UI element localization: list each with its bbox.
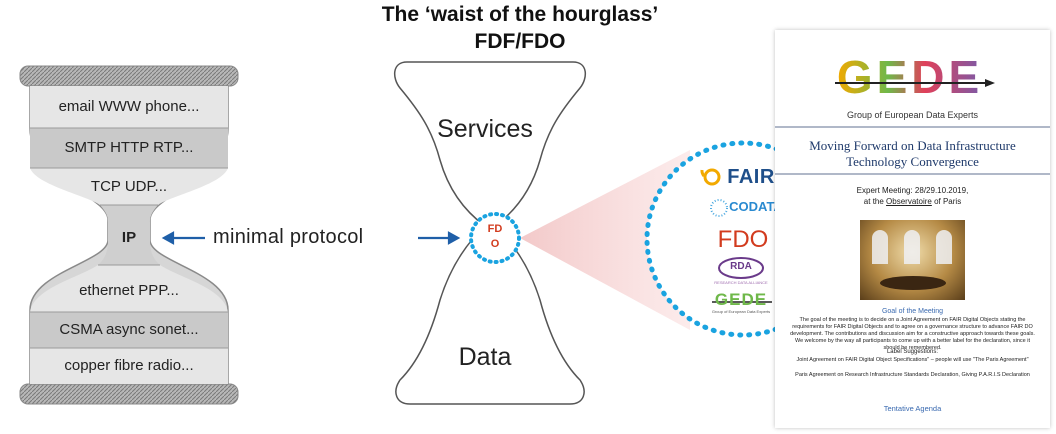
gede-small-subtitle: Group of European Data Experts: [711, 309, 771, 314]
rda-subtitle: RESEARCH DATA ALLIANCE: [714, 280, 768, 285]
rda-logo: RDA: [730, 261, 752, 272]
layer-band-transport: [30, 168, 228, 205]
observatoire-link[interactable]: Observatoire: [886, 197, 932, 206]
document-goal-heading: Goal of the Meeting: [881, 308, 944, 315]
diagram-title-line1: The ‘waist of the hourglass’: [381, 3, 659, 26]
hourglass-bottom-cap: [19, 383, 239, 405]
waist-label-line1: FD: [487, 223, 503, 235]
arrow-to-ip-head: [161, 231, 175, 245]
document-heading-line1: Moving Forward on Data Infrastructure: [809, 138, 1016, 153]
data-label: Data: [458, 343, 512, 371]
meeting-room-photo: [860, 220, 965, 300]
minimal-protocol-label: minimal protocol: [213, 226, 364, 248]
layer-band-mac: [30, 312, 228, 348]
layer-band-app: [30, 86, 228, 128]
document-meeting-line1: Expert Meeting: 28/29.10.2019,: [856, 186, 969, 195]
arrow-to-fdo-head: [447, 231, 461, 245]
codata-dots-icon: [710, 199, 728, 217]
document-logo-arrow-icon: [835, 79, 995, 87]
hourglass-top-cap: [19, 65, 239, 87]
services-label: Services: [437, 115, 533, 143]
document-heading-line2: Technology Convergence: [846, 154, 979, 169]
document-label-text2: Paris Agreement on Research Infrastructu…: [795, 372, 1030, 378]
layer-dividers: [30, 127, 228, 349]
layer-band-transport-app: [30, 128, 228, 168]
waist-label-line2: O: [490, 238, 500, 250]
diagram-title-line2: FDF/FDO: [474, 30, 566, 53]
document-divider: [775, 126, 1050, 128]
layer-label-app: email WWW phone...: [58, 98, 200, 115]
gede-small-logo: GEDE: [714, 290, 768, 309]
layer-band-link: [30, 265, 228, 312]
layer-label-mac: CSMA async sonet...: [59, 321, 199, 338]
document-meeting-line2: at the Observatoire of Paris: [863, 197, 962, 206]
document-agenda-heading: Tentative Agenda: [883, 404, 942, 413]
layer-label-ip: IP: [121, 229, 137, 246]
document-label-heading: Label Suggestions:: [886, 349, 939, 355]
document-divider-2: [775, 173, 1050, 175]
gofair-globe-icon: [703, 168, 721, 186]
layer-label-transport-app: SMTP HTTP RTP...: [64, 139, 194, 156]
document-gede-logo: GEDE: [836, 51, 984, 103]
document-gede-subtitle: Group of European Data Experts: [846, 110, 979, 120]
gofair-logo: FAIR: [727, 166, 775, 188]
rda-badge-icon: [718, 257, 764, 279]
layer-band-ip: [98, 205, 160, 265]
gede-document-preview: GEDE Group of European Data Experts Movi…: [775, 30, 1050, 428]
waist-dotted-circle: [469, 212, 521, 264]
zoom-cone: [520, 150, 690, 330]
fdo-logo: FDO: [717, 226, 769, 253]
document-label-text1: Joint Agreement on FAIR Digital Object S…: [796, 357, 1029, 363]
layer-label-link: ethernet PPP...: [79, 282, 179, 299]
codata-logo: CODATA: [729, 199, 783, 214]
layer-label-physical: copper fibre radio...: [64, 357, 194, 374]
document-goal-text: The goal of the meeting is to decide on …: [790, 317, 1035, 351]
layer-band-physical: [30, 348, 228, 384]
layer-label-transport: TCP UDP...: [90, 178, 168, 195]
